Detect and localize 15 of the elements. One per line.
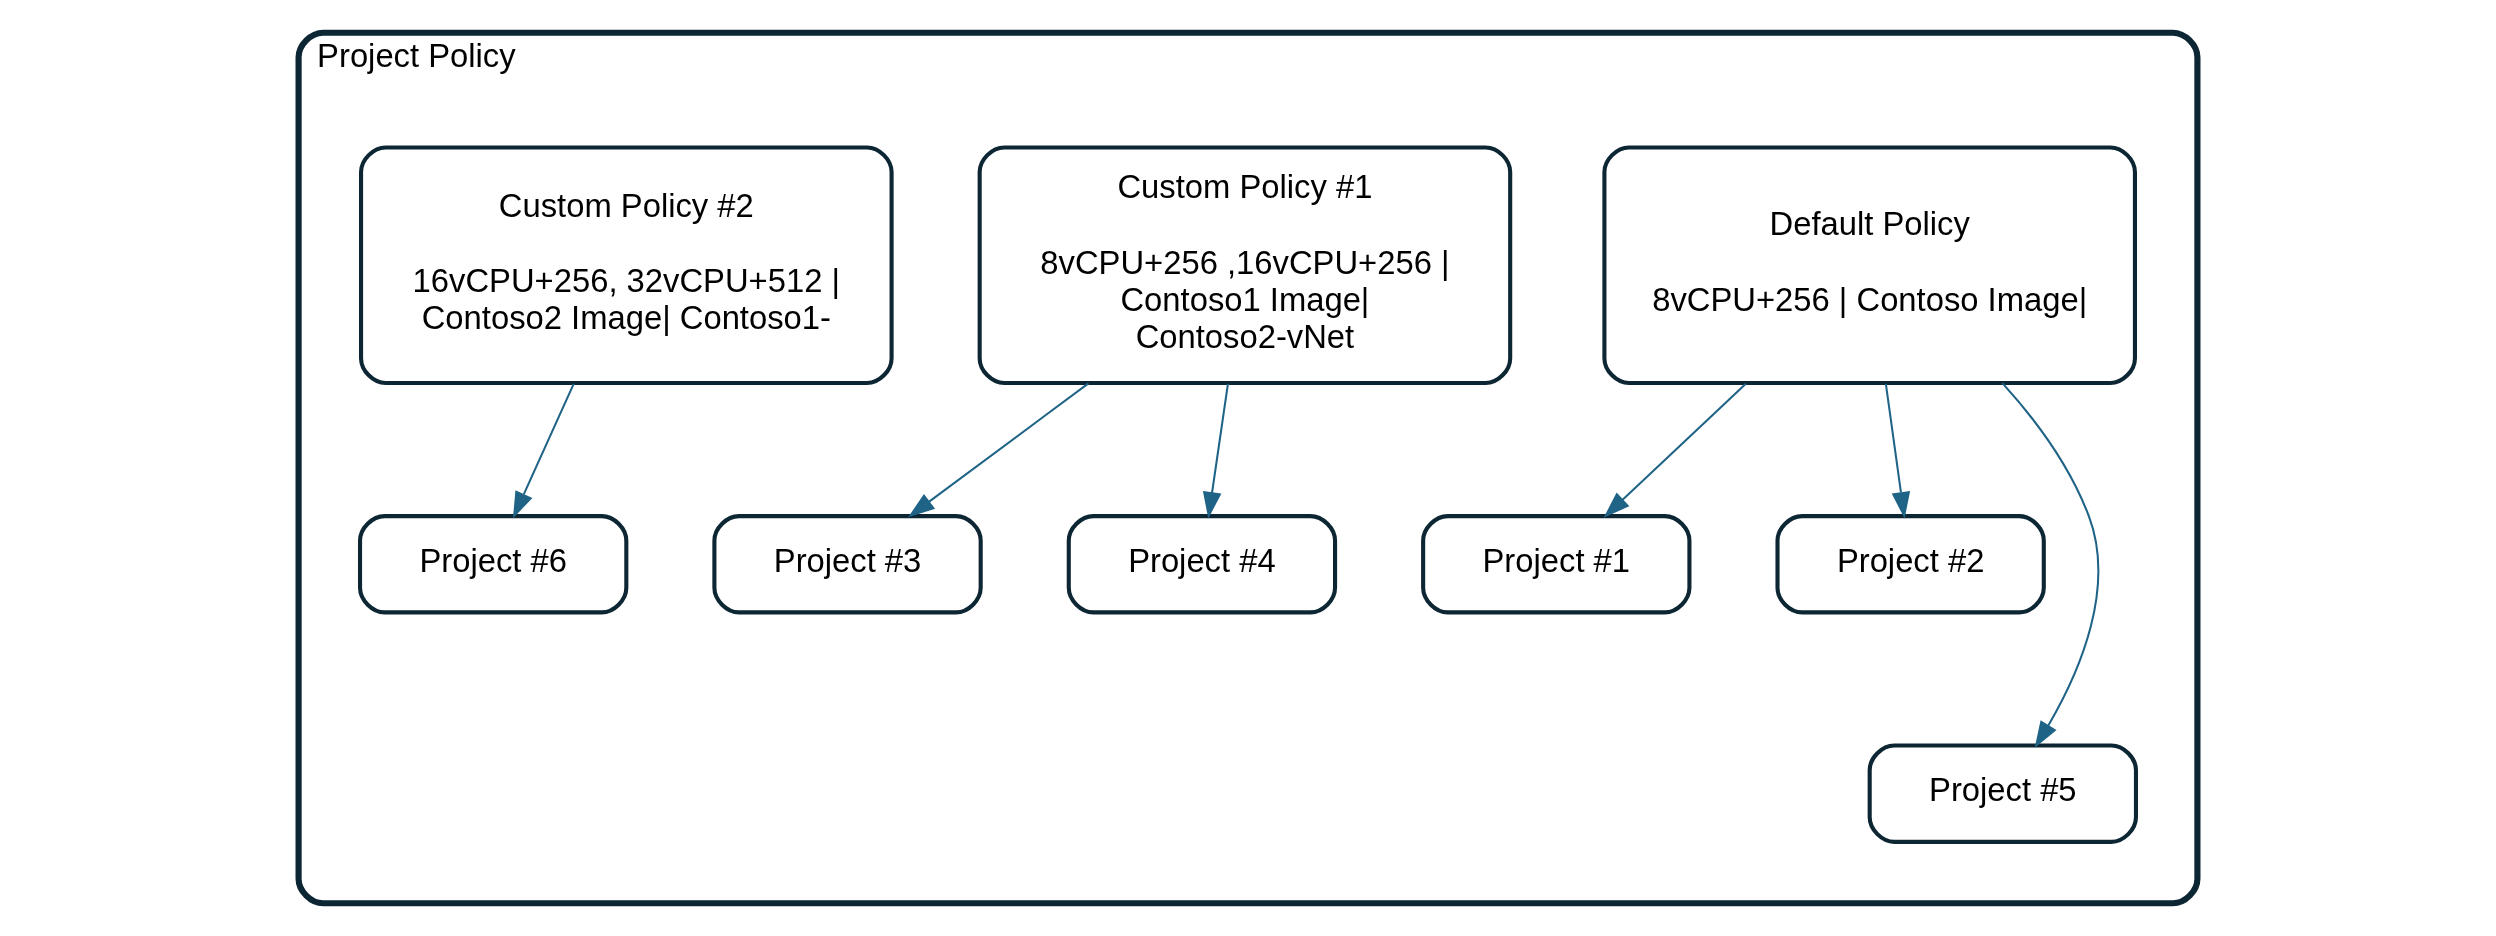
arrow (512, 383, 575, 519)
node-box: Project #3 (712, 514, 983, 615)
node-box: Project #6 (357, 514, 629, 615)
arrow (1202, 383, 1229, 519)
node-box: Project #5 (1867, 743, 2138, 844)
node-box: Project #2 (1775, 514, 2046, 615)
node-box: Custom Policy #2 16vCPU+256, 32vCPU+512 | Contoso2 Image| Contoso1- (359, 145, 894, 386)
arrow (1884, 383, 1911, 519)
node-box: Project #4 (1066, 514, 1338, 615)
arrow (908, 382, 1090, 518)
node-box: Project #1 (1421, 514, 1692, 615)
node-box: Default Policy 8vCPU+256 | Contoso Image| (1602, 145, 2137, 386)
arrow (2001, 382, 2100, 748)
arrow (1603, 383, 1747, 518)
node-box: Custom Policy #1 8vCPU+256 ,16vCPU+256 | Contoso1 Image| Contoso2-vNet (977, 145, 1513, 386)
